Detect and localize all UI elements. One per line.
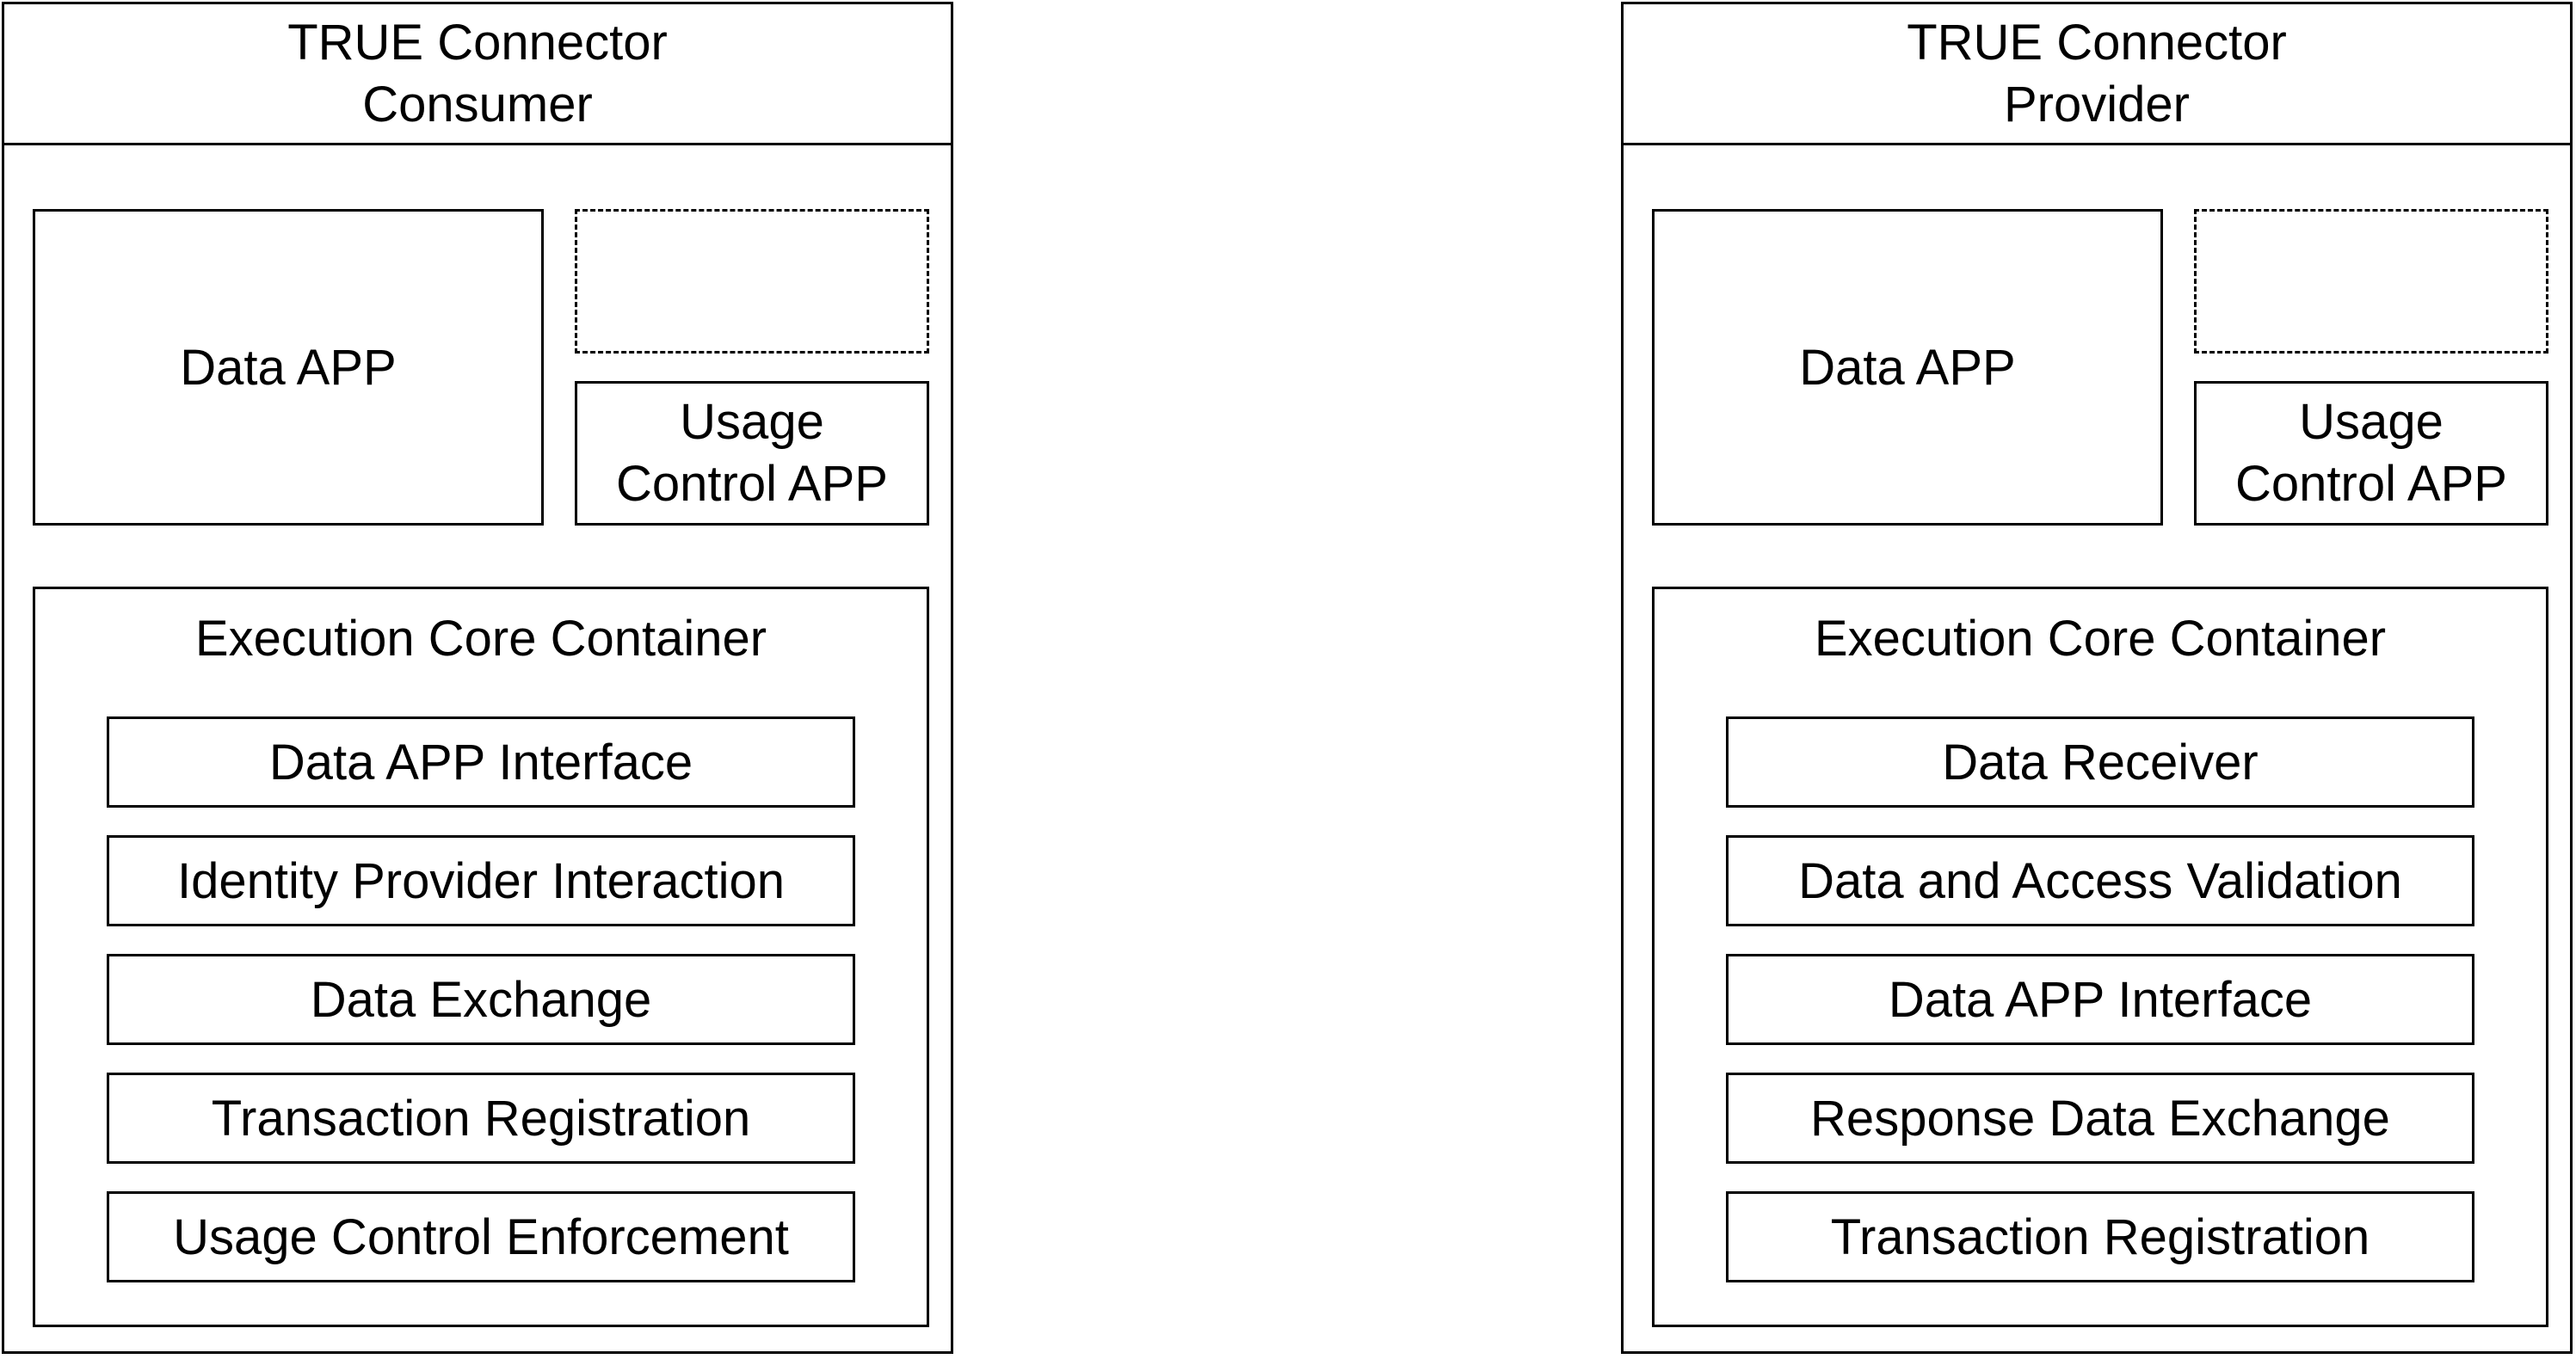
provider-module-data-app-interface: Data APP Interface: [1726, 954, 2474, 1045]
consumer-title-line2: Consumer: [362, 76, 593, 132]
provider-data-app: Data APP: [1652, 209, 2163, 526]
consumer-optional-app-placeholder: [575, 209, 929, 354]
provider-usage-control-app-line2: Control APP: [2235, 456, 2507, 512]
consumer-connector-header: TRUE Connector Consumer: [4, 4, 951, 145]
provider-ecc-modules: Data Receiver Data and Access Validation…: [1726, 716, 2474, 1310]
provider-ecc-title: Execution Core Container: [1814, 611, 2387, 667]
provider-module-response-data-exchange: Response Data Exchange: [1726, 1073, 2474, 1164]
consumer-module-data-exchange: Data Exchange: [107, 954, 855, 1045]
consumer-usage-control-app-line1: Usage: [680, 394, 824, 450]
provider-module-transaction-registration: Transaction Registration: [1726, 1191, 2474, 1282]
consumer-usage-control-app-line2: Control APP: [616, 456, 888, 512]
consumer-execution-core-container: Execution Core Container Data APP Interf…: [33, 587, 929, 1327]
consumer-data-app: Data APP: [33, 209, 544, 526]
consumer-usage-control-app: Usage Control APP: [575, 381, 929, 526]
provider-optional-app-placeholder: [2194, 209, 2548, 354]
consumer-ecc-modules: Data APP Interface Identity Provider Int…: [107, 716, 855, 1310]
provider-execution-core-container: Execution Core Container Data Receiver D…: [1652, 587, 2548, 1327]
consumer-ecc-title: Execution Core Container: [194, 611, 767, 667]
provider-title-line1: TRUE Connector: [1907, 14, 2287, 71]
provider-usage-control-app: Usage Control APP: [2194, 381, 2548, 526]
consumer-module-data-app-interface: Data APP Interface: [107, 716, 855, 808]
provider-connector: TRUE Connector Provider Data APP Usage C…: [1621, 2, 2573, 1354]
provider-title-line2: Provider: [2004, 76, 2190, 132]
provider-module-data-and-access-validation: Data and Access Validation: [1726, 835, 2474, 926]
consumer-connector: TRUE Connector Consumer Data APP Usage C…: [2, 2, 953, 1354]
provider-usage-control-app-line1: Usage: [2299, 394, 2444, 450]
provider-connector-header: TRUE Connector Provider: [1624, 4, 2570, 145]
consumer-title-line1: TRUE Connector: [287, 14, 668, 71]
consumer-module-usage-control-enforcement: Usage Control Enforcement: [107, 1191, 855, 1282]
consumer-module-identity-provider-interaction: Identity Provider Interaction: [107, 835, 855, 926]
consumer-module-transaction-registration: Transaction Registration: [107, 1073, 855, 1164]
provider-module-data-receiver: Data Receiver: [1726, 716, 2474, 808]
